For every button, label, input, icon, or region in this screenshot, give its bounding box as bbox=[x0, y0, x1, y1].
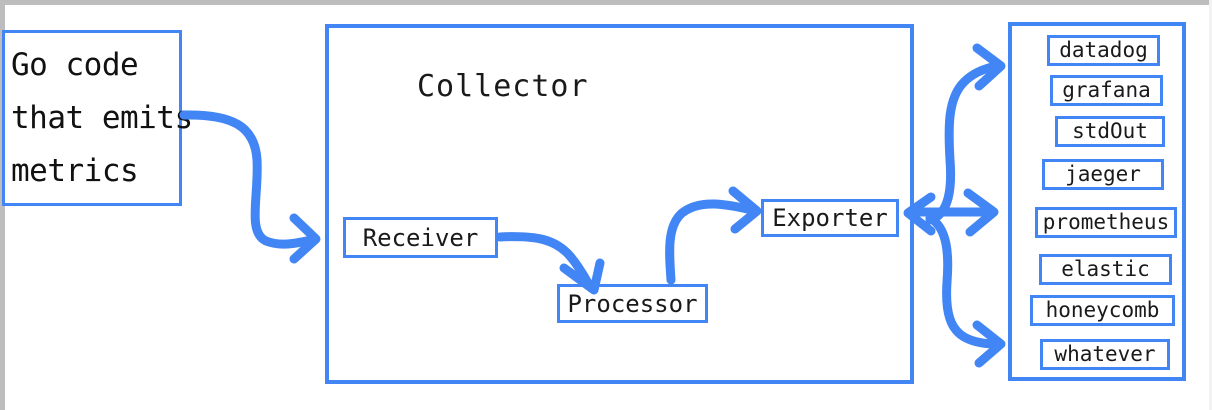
backend-chip-honeycomb[interactable]: honeycomb bbox=[1030, 295, 1175, 326]
exporter-box[interactable]: Exporter bbox=[761, 199, 899, 237]
backend-chip-elastic[interactable]: elastic bbox=[1039, 254, 1172, 285]
source-line-3: metrics bbox=[11, 153, 139, 189]
backend-chip-prometheus[interactable]: prometheus bbox=[1035, 207, 1177, 238]
source-line-1: Go code bbox=[11, 47, 139, 83]
backend-label: whatever bbox=[1054, 342, 1156, 366]
backend-label: honeycomb bbox=[1045, 298, 1160, 322]
go-code-source-box[interactable]: Go code that emits metrics bbox=[2, 30, 193, 206]
window-frame-top-edge bbox=[0, 0, 1212, 5]
collector-title: Collector bbox=[417, 69, 589, 104]
backend-chip-whatever[interactable]: whatever bbox=[1040, 339, 1170, 370]
backend-label: jaeger bbox=[1065, 162, 1141, 186]
backend-chip-stdOut[interactable]: stdOut bbox=[1055, 116, 1165, 147]
window-frame-right-edge bbox=[1209, 0, 1212, 410]
backend-chip-datadog[interactable]: datadog bbox=[1047, 35, 1160, 66]
backend-chip-grafana[interactable]: grafana bbox=[1050, 75, 1163, 106]
processor-box[interactable]: Processor bbox=[557, 284, 708, 323]
backend-label: elastic bbox=[1061, 257, 1150, 281]
arrow-exporter-fanout-mid bbox=[907, 188, 999, 237]
arrow-exporter-fanout-up bbox=[925, 43, 1006, 225]
source-line-2: that emits bbox=[11, 100, 193, 136]
backend-label: grafana bbox=[1062, 78, 1151, 102]
backend-label: stdOut bbox=[1072, 119, 1148, 143]
arrow-exporter-fanout-down bbox=[925, 213, 1006, 368]
arrow-source-to-receiver bbox=[179, 110, 321, 264]
backends-container[interactable]: datadog grafana stdOut jaeger prometheus elas… bbox=[1008, 22, 1186, 381]
backend-chip-jaeger[interactable]: jaeger bbox=[1042, 159, 1164, 190]
receiver-box[interactable]: Receiver bbox=[343, 217, 498, 258]
backend-label: prometheus bbox=[1042, 210, 1170, 234]
backend-label: datadog bbox=[1059, 38, 1148, 62]
